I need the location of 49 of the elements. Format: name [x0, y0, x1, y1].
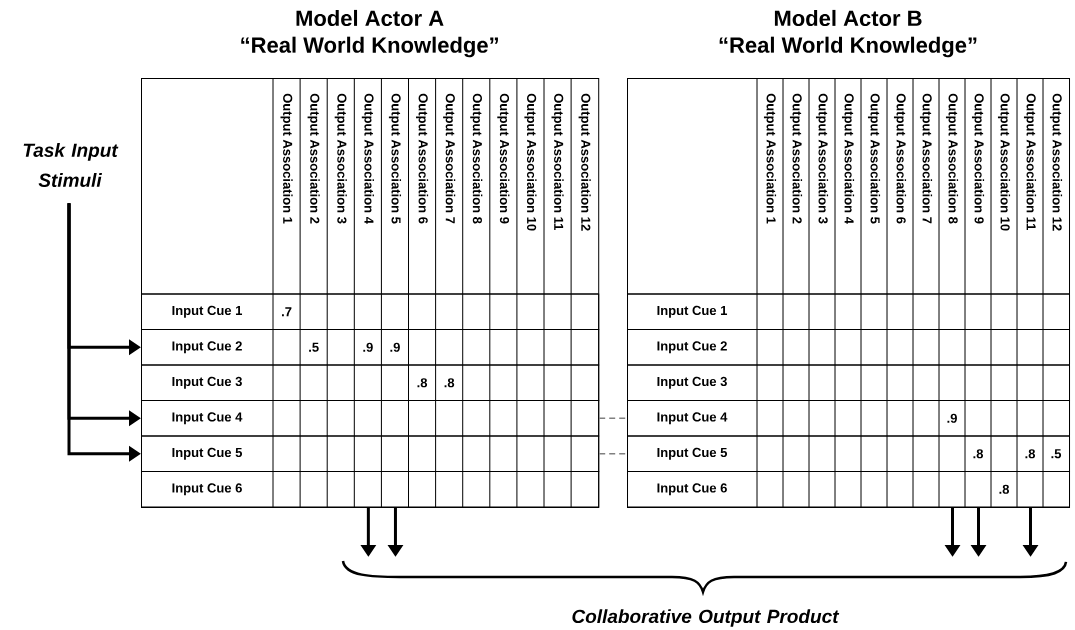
connector-line [598, 417, 628, 419]
column-header: Output Association 6 [893, 93, 907, 224]
column-header: Output Association 12 [1049, 93, 1063, 231]
column-header: Output Association 9 [497, 93, 510, 224]
column-header: Output Association 11 [551, 93, 564, 231]
cell-value: .5 [1051, 449, 1062, 459]
column-header: Output Association 5 [867, 93, 881, 224]
cell-value: .8 [444, 378, 455, 388]
table-row: Input Cue 1 [627, 293, 1070, 330]
column-header: Output Association 8 [945, 93, 959, 224]
column-header: Output Association 1 [763, 93, 777, 224]
cell-value: .9 [363, 342, 373, 352]
cell-value: .9 [947, 413, 957, 423]
table-row: Input Cue 4 [141, 400, 600, 437]
column-header: Output Association 10 [997, 93, 1011, 231]
node-label: Model Actor A [296, 9, 444, 27]
table-row: Input Cue 3 [627, 364, 1070, 401]
column-header: Output Association 7 [443, 93, 456, 224]
column-header: Output Association 6 [416, 93, 429, 224]
cell-value: .7 [282, 307, 292, 317]
node-label: “Real World Knowledge” [241, 36, 498, 58]
column-header: Output Association 7 [919, 93, 933, 224]
table-row: Input Cue 2 [627, 329, 1070, 366]
caption-text: Task Input Stimuli [23, 143, 119, 187]
column-header: Output Association 9 [971, 93, 985, 224]
column-header: Output Association 12 [578, 93, 591, 231]
node-label: Model Actor B [774, 9, 922, 27]
column-header: Output Association 3 [334, 93, 347, 224]
caption-text: Collaborative Output Product [572, 609, 840, 627]
node-label: “Real World Knowledge” [719, 36, 977, 58]
connector-line [598, 453, 628, 455]
table-row: Input Cue 5 [141, 435, 600, 472]
column-header: Output Association 4 [841, 93, 855, 224]
cell-value: .8 [999, 484, 1010, 494]
column-header: Output Association 2 [307, 93, 320, 224]
cell-value: .8 [417, 378, 428, 388]
table-row: Input Cue 6 [141, 471, 600, 508]
cell-value: .9 [390, 342, 400, 352]
column-header: Output Association 8 [470, 93, 483, 224]
cell-value: .8 [973, 449, 984, 459]
column-header: Output Association 1 [280, 93, 293, 224]
column-header: Output Association 5 [388, 93, 401, 224]
cell-value: .8 [1025, 449, 1036, 459]
column-header: Output Association 10 [524, 93, 537, 231]
column-header: Output Association 2 [789, 93, 803, 224]
cell-value: .5 [309, 342, 319, 352]
column-header: Output Association 4 [361, 93, 374, 224]
column-header: Output Association 3 [815, 93, 829, 224]
column-header: Output Association 11 [1023, 93, 1037, 231]
